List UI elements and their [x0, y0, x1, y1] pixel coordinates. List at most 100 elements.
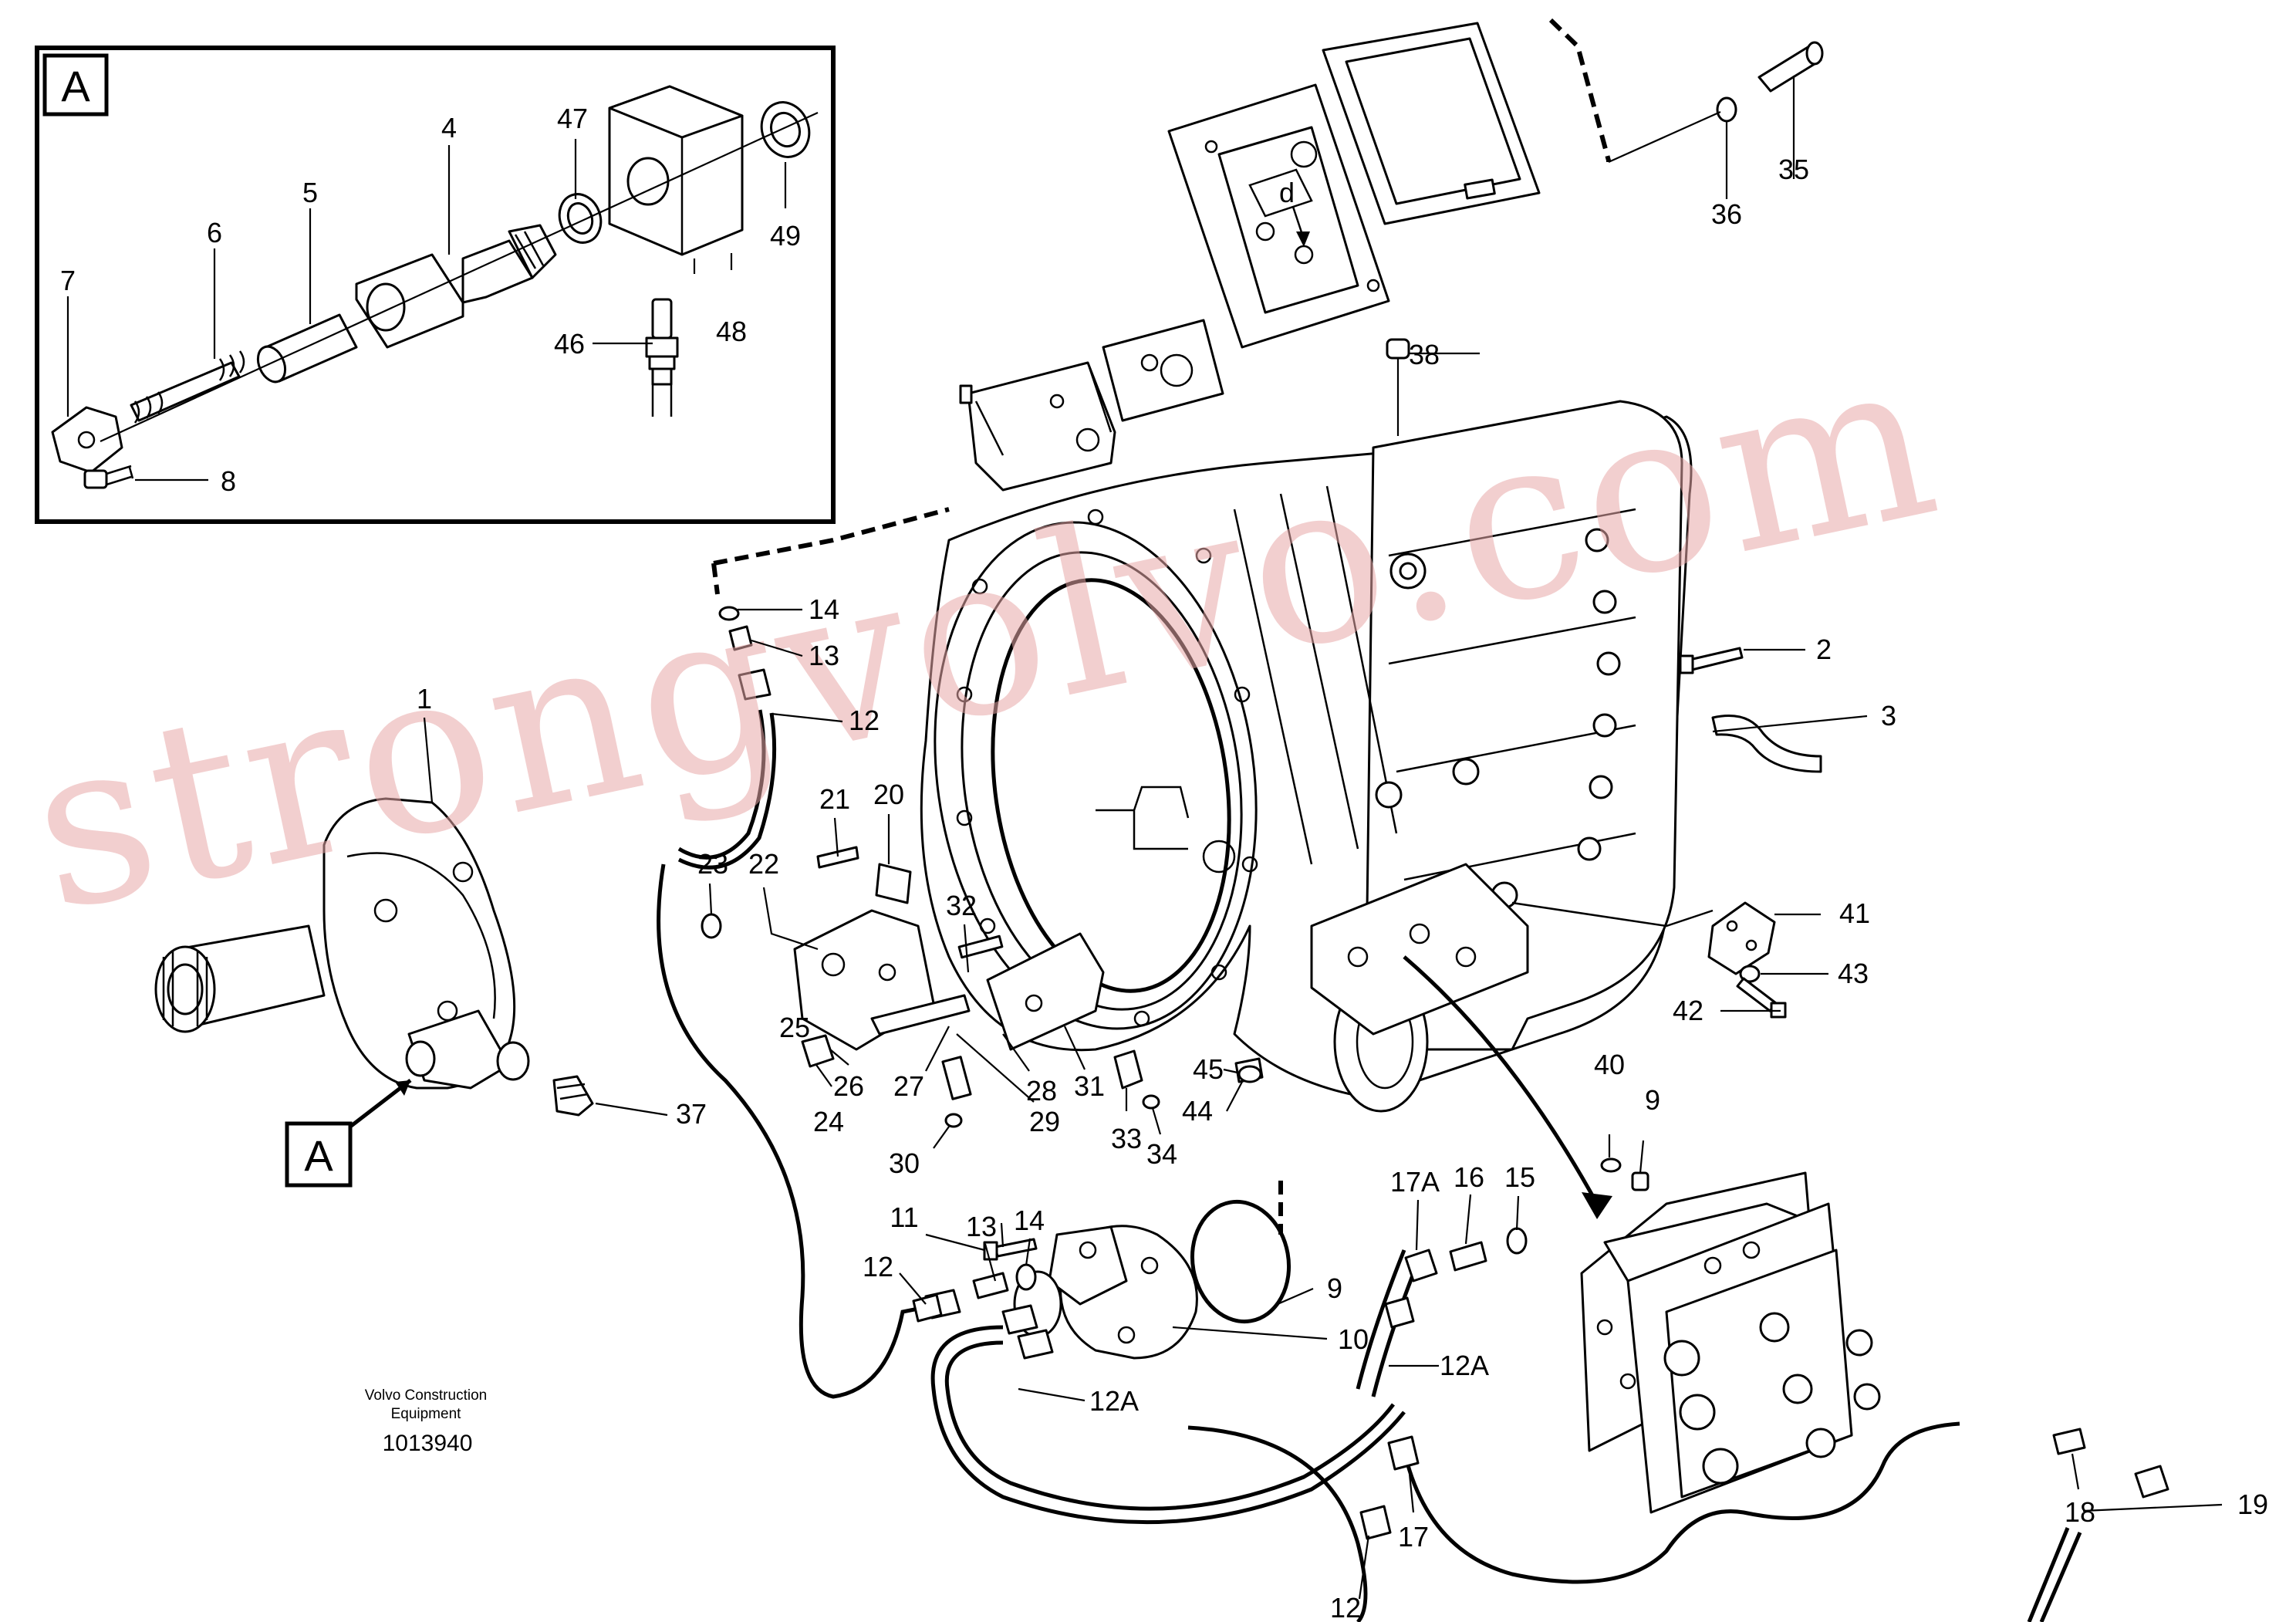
dash-link-hose [713, 507, 950, 566]
callout-41: 41 [1839, 897, 1870, 929]
callout-48: 48 [716, 316, 747, 347]
sleeve-part-5 [256, 313, 358, 384]
callout-10: 10 [1338, 1323, 1369, 1355]
o-ring-part-36 [1716, 96, 1737, 123]
end-cap-part-7 [51, 406, 123, 474]
callout-47: 47 [557, 103, 588, 134]
callout-15: 15 [1504, 1161, 1535, 1193]
inset-label: A [61, 62, 90, 110]
small-gasket [1102, 319, 1224, 422]
callout-49: 49 [770, 220, 801, 252]
callout-11: 11 [890, 1201, 918, 1233]
callout-36: 36 [1711, 198, 1742, 230]
callout-5: 5 [302, 177, 318, 208]
plug-part-38 [1386, 338, 1410, 436]
callout-14-pump: 14 [1014, 1205, 1045, 1236]
callout-12A-right: 12A [1440, 1350, 1489, 1381]
callout-19: 19 [2237, 1489, 2268, 1520]
callout-leaders [423, 76, 2223, 1600]
callout-27: 27 [893, 1070, 924, 1102]
callout-13-top: 13 [809, 640, 839, 671]
cover-part-41 [1707, 901, 1776, 975]
o-ring-part-9 [1190, 1199, 1292, 1324]
callout-31: 31 [1074, 1070, 1105, 1102]
callout-21: 21 [819, 783, 850, 815]
callout-40: 40 [1594, 1049, 1625, 1080]
left-valve-group [701, 846, 1264, 1128]
valve-body-part-4 [355, 224, 557, 349]
o-ring-part-40 [1600, 1157, 1622, 1173]
valve-cover-plate [1167, 83, 1390, 349]
callout-4: 4 [441, 112, 457, 144]
callout-13-pump: 13 [966, 1211, 997, 1242]
detail-a-inset: A [35, 46, 836, 524]
assembly-arrow [1403, 955, 1599, 1205]
callout-45: 45 [1193, 1053, 1224, 1085]
o-ring-part-47 [558, 193, 603, 244]
seal-ring-part-49 [760, 101, 811, 158]
hose-part-3 [1711, 715, 1822, 773]
callout-30: 30 [889, 1147, 920, 1179]
callout-2: 2 [1816, 634, 1832, 665]
callout-29: 29 [1029, 1106, 1060, 1137]
block-part-48 [608, 85, 744, 256]
plug-part-37 [552, 1075, 594, 1117]
housing-ref-a: A [285, 1079, 412, 1188]
housing-ref-box [285, 1121, 353, 1188]
view-marker-d: d [1279, 177, 1295, 208]
callout-1: 1 [417, 683, 432, 715]
callout-12-bottom: 12 [1330, 1592, 1361, 1622]
callout-24: 24 [813, 1106, 844, 1137]
housing-ref-label: A [304, 1131, 333, 1180]
callout-42: 42 [1673, 995, 1703, 1026]
callout-44: 44 [1182, 1095, 1213, 1127]
drawing-number: 1013940 [383, 1431, 473, 1456]
callout-12-left: 12 [863, 1251, 893, 1282]
callout-25: 25 [779, 1012, 810, 1043]
sensor-part-46 [645, 298, 679, 417]
callout-9: 9 [1327, 1272, 1342, 1304]
callout-18: 18 [2065, 1496, 2095, 1528]
control-valve-assembly [1580, 1171, 1881, 1514]
callout-43: 43 [1838, 958, 1869, 989]
publisher-line-1: Volvo Construction [365, 1387, 487, 1404]
callout-7: 7 [60, 265, 76, 296]
callout-23: 23 [697, 848, 728, 880]
callout-8: 8 [221, 465, 236, 497]
fittings [718, 606, 2169, 1540]
callout-9-right: 9 [1645, 1084, 1660, 1116]
bell-housing-part-1 [154, 797, 530, 1090]
callout-20: 20 [873, 779, 904, 810]
callout-17: 17 [1398, 1521, 1429, 1553]
callout-14-top: 14 [809, 593, 839, 625]
spring-shaft-part-6 [130, 350, 245, 424]
pump-flange-part-10 [1013, 1225, 1198, 1360]
callout-22: 22 [748, 848, 779, 880]
callout-12A-left: 12A [1089, 1385, 1139, 1417]
callout-numbers: 7 6 5 4 47 49 48 46 8 1 37 14 13 12 21 2… [60, 103, 2268, 1622]
callout-34: 34 [1146, 1138, 1177, 1170]
callout-38: 38 [1409, 339, 1440, 370]
callout-33: 33 [1111, 1123, 1142, 1154]
callout-28: 28 [1026, 1075, 1057, 1107]
callout-12-top: 12 [849, 705, 880, 736]
publisher-line-2: Equipment [391, 1406, 462, 1422]
inset-label-box [42, 53, 109, 117]
callout-26: 26 [833, 1070, 864, 1102]
callout-6: 6 [207, 217, 222, 248]
callout-46: 46 [554, 328, 585, 360]
callout-3: 3 [1881, 700, 1896, 732]
solenoid-block [959, 361, 1116, 492]
dash-link-cover [1548, 18, 1611, 162]
callout-16: 16 [1454, 1161, 1484, 1193]
callout-35: 35 [1778, 154, 1809, 185]
washer-part-43 [1739, 965, 1761, 983]
screw-part-8 [83, 465, 134, 489]
hose-lines [657, 507, 2082, 1622]
callout-17A: 17A [1390, 1166, 1440, 1198]
callout-37: 37 [676, 1098, 707, 1130]
gasket-plate [1322, 22, 1541, 225]
tube-part-35 [1757, 41, 1824, 93]
transmission-case [920, 400, 1693, 1113]
